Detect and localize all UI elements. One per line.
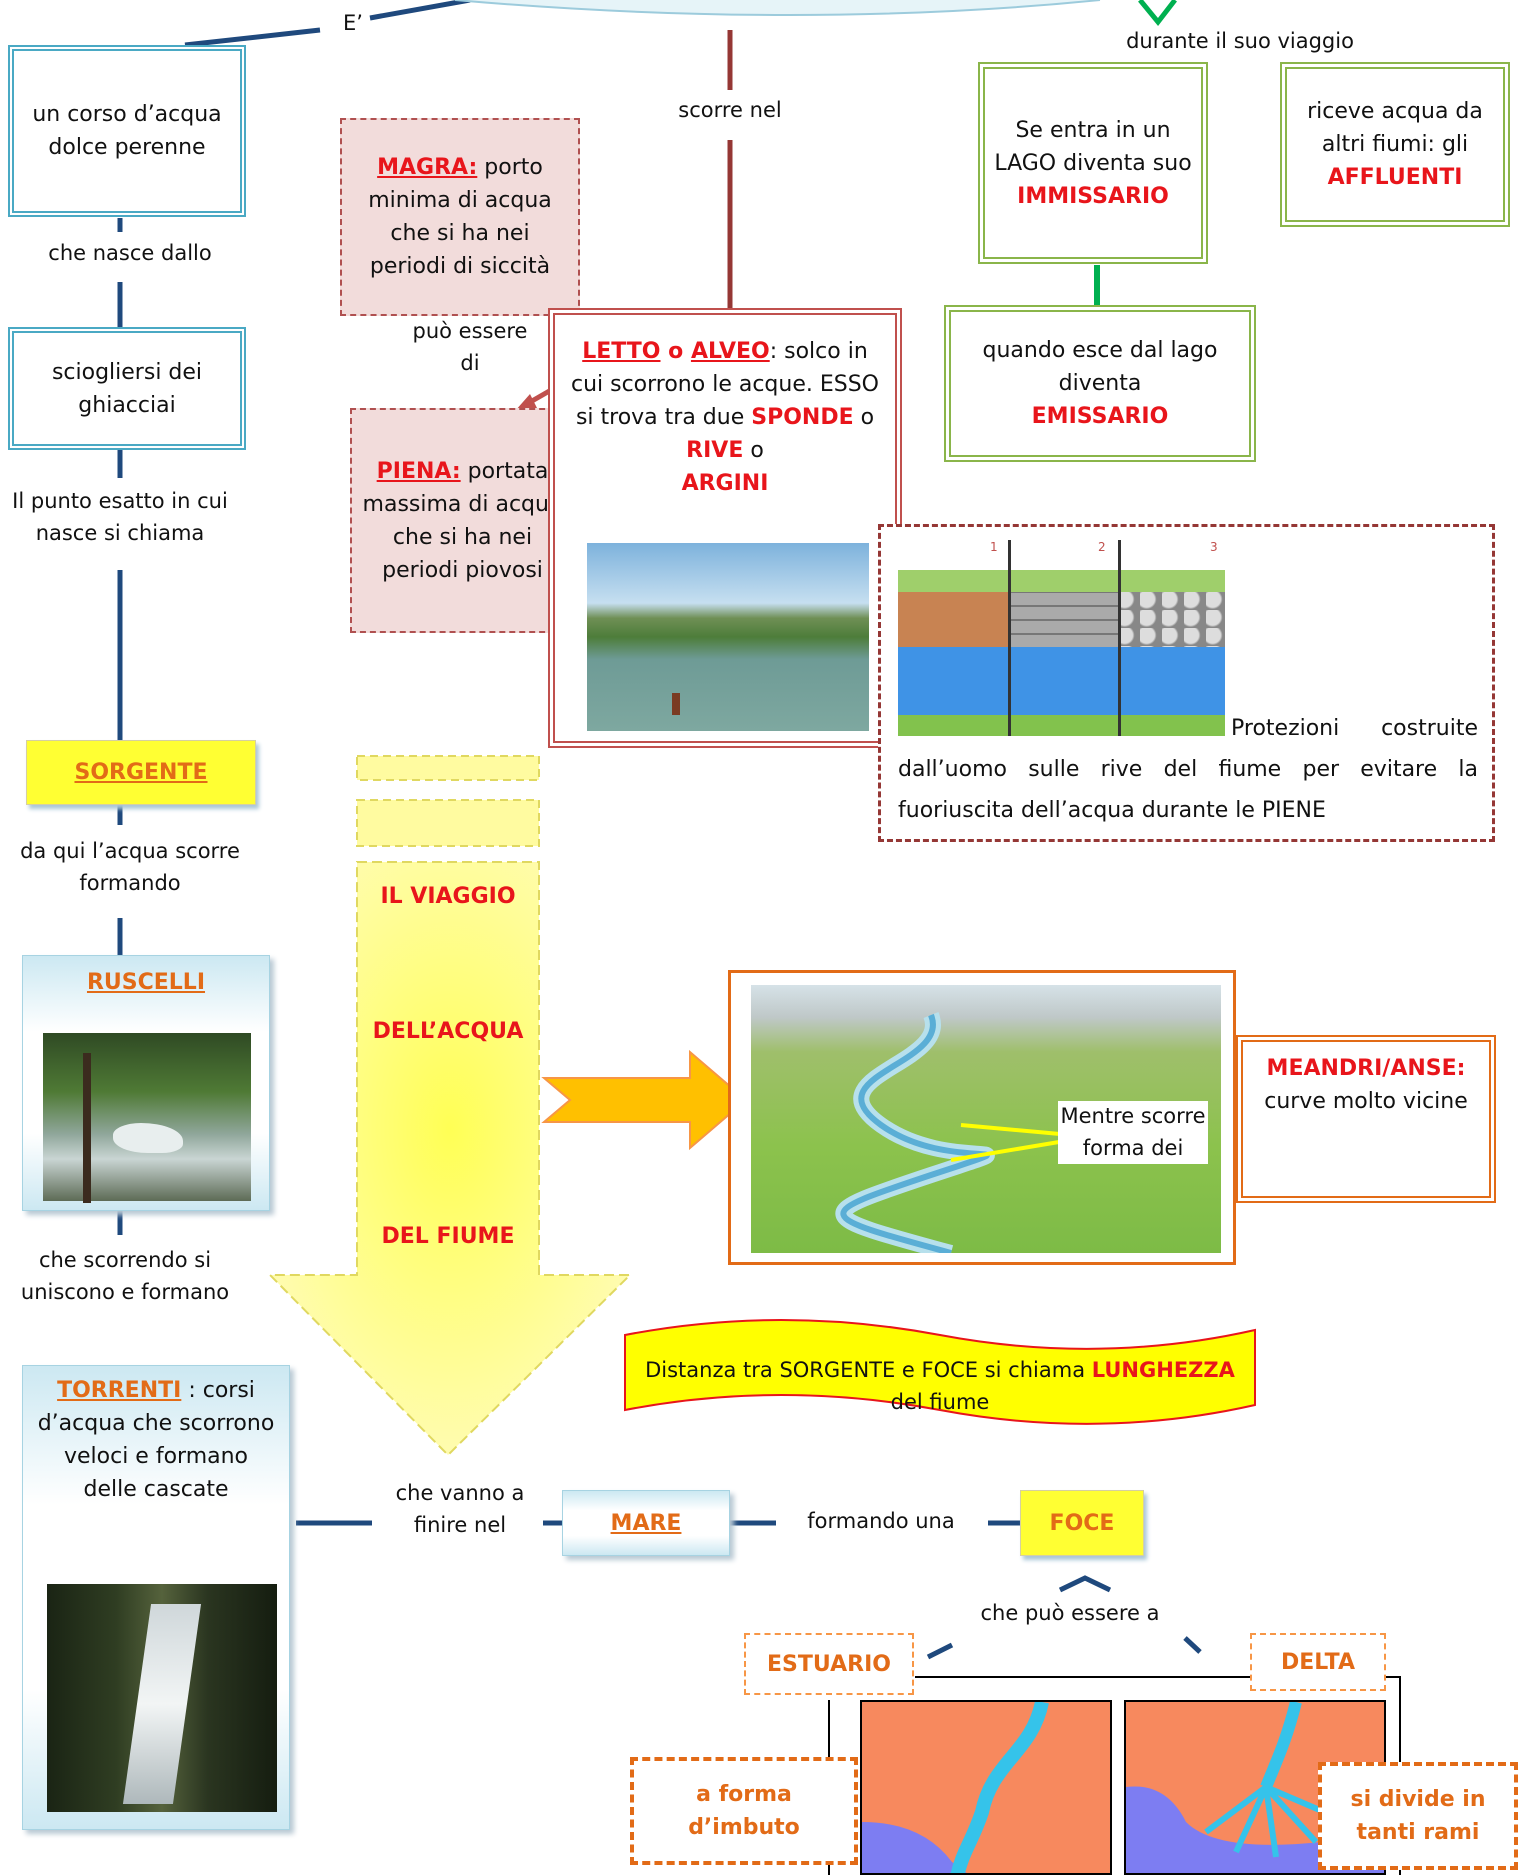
affluenti-text: riceve acqua da altri fiumi: gli AFFLUEN… (1293, 95, 1497, 194)
delta-box: DELTA (1250, 1633, 1386, 1691)
ruscelli-photo (43, 1033, 251, 1203)
corso-acqua-text: un corso d’acqua dolce perenne (32, 102, 222, 160)
cascata-photo (47, 1584, 277, 1812)
da-qui-label: da qui l’acqua scorre formando (20, 839, 240, 895)
letto-o: o (660, 339, 691, 364)
torrenti-title: TORRENTI (57, 1378, 182, 1403)
piena-text: PIENA: portata massima di acqua che si h… (360, 455, 565, 587)
piena-box: PIENA: portata massima di acqua che si h… (350, 408, 575, 633)
line-title-right (369, 0, 471, 21)
piena-desc: portata massima di acqua che si ha nei p… (362, 458, 563, 583)
puo-essere-a-label: che può essere a (980, 1601, 1160, 1625)
magra-title: MAGRA: (377, 155, 478, 180)
rami-box: si divide in tanti rami (1318, 1762, 1518, 1870)
viaggio-line-1: IL VIAGGIO (380, 884, 516, 909)
magra-text: MAGRA: porto minima di acqua che si ha n… (350, 151, 570, 283)
estuario-box: ESTUARIO (744, 1633, 914, 1695)
rive-word: RIVE (686, 438, 744, 463)
journey-label: durante il suo viaggio (1126, 29, 1354, 53)
sorgente-box: SORGENTE (26, 740, 256, 805)
lunghezza-post: del fiume (890, 1389, 990, 1414)
imbuto-box: a forma d’imbuto (630, 1757, 858, 1865)
green-v (1138, 0, 1177, 27)
river-meander (835, 1012, 1072, 1253)
ghiacciai-box: sciogliersi dei ghiacciai (8, 327, 246, 450)
vanno-label: che vanno a finire nel (395, 1481, 525, 1537)
line-title-left (184, 27, 321, 48)
magra-desc: porto minima di acqua che si ha nei peri… (368, 155, 552, 279)
piena-title: PIENA: (376, 458, 461, 484)
nasce-dallo-label: che nasce dallo (48, 241, 212, 265)
formando-una-label: formando una (807, 1509, 955, 1533)
imbuto-text: a forma d’imbuto (688, 1782, 800, 1840)
estuario-illustration (860, 1700, 1112, 1875)
scorrendo-label: che scorrendo si uniscono e formano (20, 1248, 230, 1304)
ghiacciai-text: sciogliersi dei ghiacciai (51, 359, 203, 418)
argini-drawing: 1 2 3 (898, 540, 1225, 736)
torrenti-box: TORRENTI : corsi d’acqua che scorrono ve… (22, 1365, 290, 1830)
letto-desc: : solco in cui scorrono le acque. ESSO s… (570, 339, 880, 430)
meandri-box: MEANDRI/ANSE: curve molto vicine (1236, 1035, 1496, 1203)
torrenti-text: TORRENTI : corsi d’acqua che scorrono ve… (23, 1366, 289, 1506)
meandri-title: MEANDRI/ANSE: (1266, 1056, 1466, 1081)
esce-desc: quando esce dal lago diventa (982, 338, 1218, 396)
sorgente-text: SORGENTE (74, 760, 208, 785)
puo-essere-di-label: può essere di (412, 319, 528, 375)
letto-text: LETTO o ALVEO: solco in cui scorrono le … (555, 315, 895, 500)
alveo-photo (587, 543, 869, 731)
affluenti-word: AFFLUENTI (1327, 165, 1463, 190)
drawing-number-3: 3 (1210, 540, 1218, 554)
viaggio-line-3: DEL FIUME (381, 1224, 515, 1249)
rami-text: si divide in tanti rami (1350, 1787, 1486, 1845)
title-oval-bottom (454, 0, 1101, 16)
affluenti-box: riceve acqua da altri fiumi: gli AFFLUEN… (1280, 62, 1510, 227)
punto-esatto-label: Il punto esatto in cui nasce si chiama (12, 489, 228, 545)
mare-box: MARE (562, 1490, 730, 1556)
e-label: E’ (343, 11, 363, 35)
protezioni-box: 1 2 3 Protezioni costruite dall’uomo sul… (878, 524, 1495, 842)
letto-word: LETTO (582, 339, 661, 364)
torrenti-desc: : corsi d’acqua che scorrono veloci e fo… (37, 1378, 275, 1502)
viaggio-line-2: DELL’ACQUA (372, 1019, 524, 1044)
lunghezza-pre: Distanza tra SORGENTE e FOCE si chiama (645, 1358, 1092, 1382)
letto-o2: o (853, 405, 875, 430)
argini-word: ARGINI (681, 471, 769, 496)
foce-text: FOCE (1049, 1510, 1115, 1536)
mentre-label: Mentre scorre forma dei (1058, 1101, 1208, 1164)
letto-o3: o (743, 438, 764, 463)
scorre-nel-label: scorre nel (678, 98, 782, 122)
delta-text: DELTA (1281, 1649, 1355, 1675)
mare-text: MARE (610, 1510, 682, 1536)
lago-desc: Se entra in un LAGO diventa suo (994, 117, 1192, 176)
magra-box: MAGRA: porto minima di acqua che si ha n… (340, 118, 580, 316)
letto-box: LETTO o ALVEO: solco in cui scorrono le … (548, 308, 902, 748)
estuario-text: ESTUARIO (767, 1651, 891, 1677)
foce-box: FOCE (1020, 1490, 1144, 1556)
meandri-picture-box: Mentre scorre forma dei (728, 970, 1236, 1265)
meandri-desc: curve molto vicine (1264, 1089, 1468, 1114)
lunghezza-word: LUNGHEZZA (1091, 1358, 1235, 1382)
ruscelli-box: RUSCELLI (22, 955, 270, 1211)
drawing-number-2: 2 (1098, 540, 1106, 554)
immissario-word: IMMISSARIO (1017, 183, 1169, 209)
corso-acqua-box: un corso d’acqua dolce perenne (8, 45, 246, 217)
lunghezza-text: Distanza tra SORGENTE e FOCE si chiama L… (630, 1355, 1250, 1418)
sponde-word: SPONDE (751, 405, 854, 430)
ruscelli-title: RUSCELLI (86, 970, 206, 995)
alveo-word: ALVEO (690, 339, 770, 364)
emissario-word: EMISSARIO (1031, 404, 1169, 429)
protezioni-text: Protezioni costruite dall’uomo sulle riv… (898, 716, 1478, 823)
drawing-number-1: 1 (990, 540, 998, 554)
affluenti-desc: riceve acqua da altri fiumi: gli (1307, 99, 1483, 157)
